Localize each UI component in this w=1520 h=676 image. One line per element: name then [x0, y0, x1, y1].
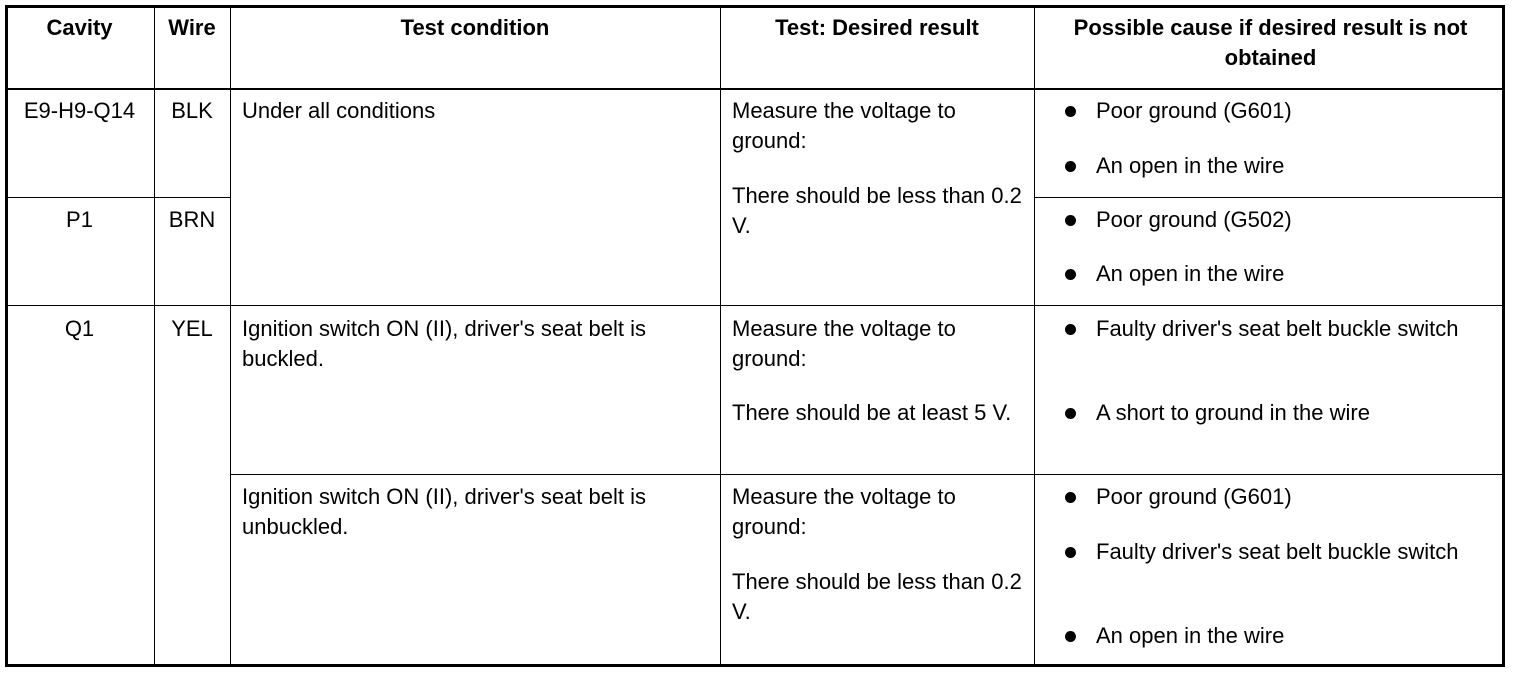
bullet-icon [1065, 269, 1076, 280]
header-test-condition: Test condition [400, 15, 550, 40]
wire-cell: BRN [168, 207, 216, 232]
column-divider [1034, 5, 1035, 667]
test-condition-cell: Under all conditions [242, 98, 436, 123]
cause-text: An open in the wire [1096, 623, 1285, 648]
bullet-icon [1065, 408, 1076, 419]
bullet-icon [1065, 492, 1076, 503]
column-divider [230, 5, 231, 667]
test-condition-cell: Ignition switch ON (II), driver's seat b… [242, 484, 646, 539]
header-cavity: Cavity [46, 15, 113, 40]
cause-text: Faulty driver's seat belt buckle switch [1096, 316, 1459, 341]
cavity-cell: E9-H9-Q14 [23, 98, 136, 123]
header-desired-result: Test: Desired result [775, 15, 979, 40]
result-measure-text: Measure the voltage to ground: [732, 98, 956, 153]
row-divider [5, 305, 1505, 306]
cause-text: An open in the wire [1096, 153, 1285, 178]
bullet-icon [1065, 324, 1076, 335]
result-value-text: There should be less than 0.2 V. [732, 569, 1022, 624]
header-wire: Wire [168, 15, 216, 40]
bullet-icon [1065, 106, 1076, 117]
wire-cell: YEL [171, 316, 213, 341]
result-measure-text: Measure the voltage to ground: [732, 316, 956, 371]
cause-text: Poor ground (G601) [1096, 98, 1292, 123]
bullet-icon [1065, 215, 1076, 226]
cause-text: Poor ground (G601) [1096, 484, 1292, 509]
cause-text: Poor ground (G502) [1096, 207, 1292, 232]
bullet-icon [1065, 631, 1076, 642]
result-value-text: There should be less than 0.2 V. [732, 183, 1022, 238]
header-divider [5, 88, 1505, 90]
row-divider [1034, 197, 1505, 198]
result-value-text: There should be at least 5 V. [732, 400, 1012, 425]
diagnostic-test-table: Cavity Wire Test condition Test: Desired… [5, 5, 1505, 667]
cause-text: An open in the wire [1096, 261, 1285, 286]
wire-cell: BLK [171, 98, 213, 123]
cause-text: A short to ground in the wire [1096, 400, 1370, 425]
test-condition-cell: Ignition switch ON (II), driver's seat b… [242, 316, 646, 371]
row-divider [230, 474, 1505, 475]
cavity-cell: Q1 [64, 316, 95, 341]
cause-text: Faulty driver's seat belt buckle switch [1096, 539, 1459, 564]
cavity-cell: P1 [66, 207, 93, 232]
bullet-icon [1065, 547, 1076, 558]
bullet-icon [1065, 161, 1076, 172]
column-divider [720, 5, 721, 667]
row-divider [5, 197, 230, 198]
header-possible-cause: Possible cause if desired result is not … [1073, 15, 1468, 70]
result-measure-text: Measure the voltage to ground: [732, 484, 956, 539]
column-divider [154, 5, 155, 667]
